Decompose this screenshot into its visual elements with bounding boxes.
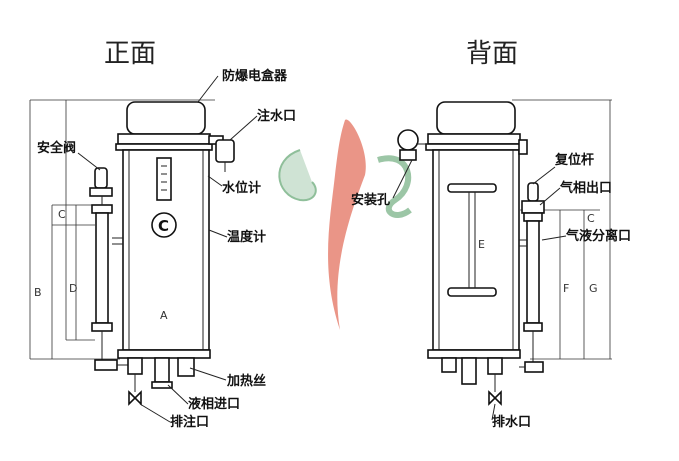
label-heater-wire: 加热丝 [226,373,266,389]
label-drain-inlet: 排注口 [170,414,209,430]
label-gas-liquid-outlet: 气液分离口 [566,228,631,244]
front-title: 正面 [104,39,156,69]
brand-logo-mark [278,119,412,330]
back-view: F G C E [392,99,612,421]
label-water-gauge: 水位计 [222,180,261,196]
dim-c-back: C [587,212,595,225]
dim-c-front: C [58,208,66,221]
label-safety-valve: 安全阀 [37,140,76,156]
front-view: C B D C A [29,75,258,423]
dim-d: D [69,282,77,295]
dim-a: A [160,309,168,322]
dim-e: E [478,238,485,251]
label-mount-hole: 安装孔 [351,192,390,208]
dim-f: F [563,282,569,295]
back-title: 背面 [466,39,518,69]
dim-g: G [589,282,598,295]
label-gas-outlet: 气相出口 [560,180,612,196]
thermometer-badge-letter: C [158,217,169,235]
label-explosion-box: 防爆电盒器 [222,68,288,84]
dim-b: B [34,286,42,299]
label-thermometer: 温度计 [227,229,266,245]
label-liquid-inlet: 液相进口 [188,396,240,412]
label-reset-rod: 复位杆 [554,152,594,168]
label-water-inlet: 注水口 [257,108,296,124]
label-drain: 排水口 [492,414,531,430]
